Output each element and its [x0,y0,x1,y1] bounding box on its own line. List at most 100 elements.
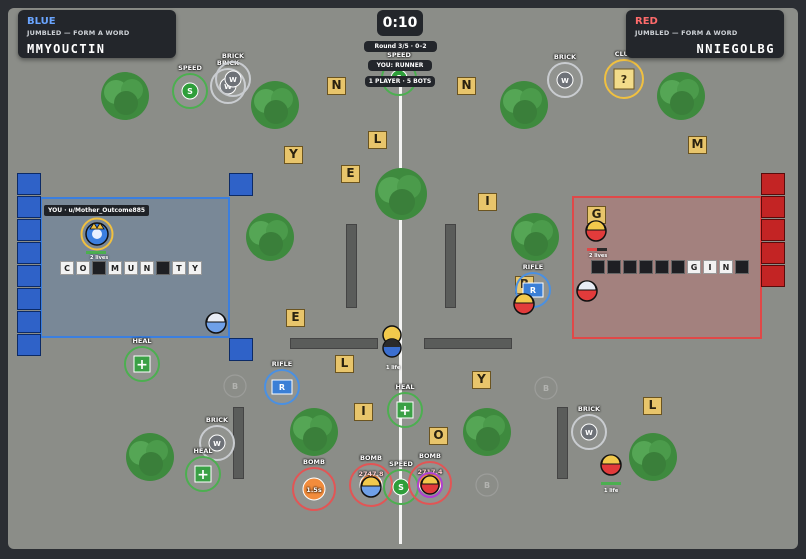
svg-text:R: R [530,286,536,295]
svg-text:B: B [232,382,238,391]
red-bot-carrier [585,220,607,242]
rifle-powerup[interactable]: R [263,368,301,406]
tree [500,81,548,129]
word-tile: T [172,261,186,275]
clue-powerup[interactable]: ? [603,58,645,100]
brick-powerup[interactable]: W [198,424,236,462]
word-tile: M [108,261,122,275]
letter-tile[interactable]: E [286,309,305,327]
red-bot [576,280,598,302]
player-lives: 2 lives [90,255,109,261]
svg-text:B: B [543,384,549,393]
wall [346,224,357,308]
blue-corner-block-bottom [229,338,253,361]
word-tile [639,260,653,274]
player-name-tag: YOU · u/Mother_Outcome885 [44,205,150,216]
ghost-marker: B [534,376,558,400]
speed-powerup[interactable]: S [171,72,209,110]
brick-powerup-label: BRICK [553,53,577,61]
red-bot-bomb [417,472,443,498]
word-tile [156,261,170,275]
letter-tile[interactable]: Y [472,371,491,389]
wall [445,224,456,308]
blue-jumbled-word: MMYOUCTIN [27,42,106,56]
center-line [399,64,402,544]
tree [657,72,705,120]
player-count: 1 PLAYER · 5 BOTS [365,76,435,87]
letter-tile[interactable]: L [368,131,387,149]
heal-powerup-label: HEAL [132,337,152,345]
blue-team-subtitle: JUMBLED — FORM A WORD [27,29,130,37]
tree [246,213,294,261]
word-tile [671,260,685,274]
brick-powerup[interactable]: W [570,413,608,451]
clue-powerup-label: CLUE [614,50,634,58]
letter-tile[interactable]: M [688,136,707,154]
brick-powerup[interactable]: W [214,60,252,98]
ghost-marker: B [475,473,499,497]
letter-tile[interactable]: L [643,397,662,415]
svg-text:W: W [585,429,593,437]
tree [251,81,299,129]
letter-tile[interactable]: L [335,355,354,373]
wall [557,407,568,479]
tree [511,213,559,261]
red-team-name: RED [635,16,658,27]
bomb-timer: 1.5s [306,486,322,494]
role-indicator: YOU: RUNNER [368,60,432,71]
letter-tile[interactable]: I [354,403,373,421]
red-bot-bottom-lives: 1 life [604,488,619,494]
word-tile: Y [188,261,202,275]
bomb-powerup[interactable] [291,466,337,512]
brick-powerup-label: BRICK [577,405,601,413]
svg-text:W: W [229,76,237,84]
ghost-marker: B [223,374,247,398]
word-tile: O [76,261,90,275]
word-tile [735,260,749,274]
player-avatar[interactable] [80,217,114,251]
wall [424,338,512,349]
player-health-bar [86,251,106,254]
brick-powerup-label: BRICK [221,52,245,60]
tree [290,408,338,456]
word-tile [655,260,669,274]
letter-tile[interactable]: I [478,193,497,211]
svg-text:+: + [197,467,209,483]
red-side-blocks [761,173,785,288]
letter-tile[interactable]: E [341,165,360,183]
bomb-powerup-label: BOMB [419,452,441,460]
brick-powerup-label: BRICK [205,416,229,424]
bottom-bar [0,549,806,559]
heal-powerup[interactable]: + [123,345,161,383]
svg-text:R: R [279,383,285,392]
bomb-powerup-label: BOMB [303,458,325,466]
speed-powerup-label: SPEED [178,64,202,72]
red-bot-bottom-health [601,482,621,485]
heal-powerup[interactable]: + [386,391,424,429]
tree [375,168,427,220]
heal-powerup-label: HEAL [395,383,415,391]
letter-tile[interactable]: O [429,427,448,445]
blue-corner-block-top [229,173,253,196]
letter-tile[interactable]: Y [284,146,303,164]
letter-tile[interactable]: N [457,77,476,95]
svg-text:W: W [224,83,232,91]
red-bot-bottom [600,454,622,476]
svg-text:W: W [213,440,221,448]
red-team-subtitle: JUMBLED — FORM A WORD [635,29,738,37]
tree [101,72,149,120]
word-tile [591,260,605,274]
brick-powerup[interactable]: W [546,61,584,99]
heal-powerup[interactable]: + [184,455,222,493]
speed-powerup-label: SPEED [387,51,411,59]
tree [629,433,677,481]
svg-text:S: S [187,87,193,96]
letter-tile[interactable]: N [327,77,346,95]
blue-bot [205,312,227,334]
red-bot-health [587,248,607,251]
speed-powerup-label: SPEED [389,460,413,468]
tree [126,433,174,481]
word-tile [607,260,621,274]
